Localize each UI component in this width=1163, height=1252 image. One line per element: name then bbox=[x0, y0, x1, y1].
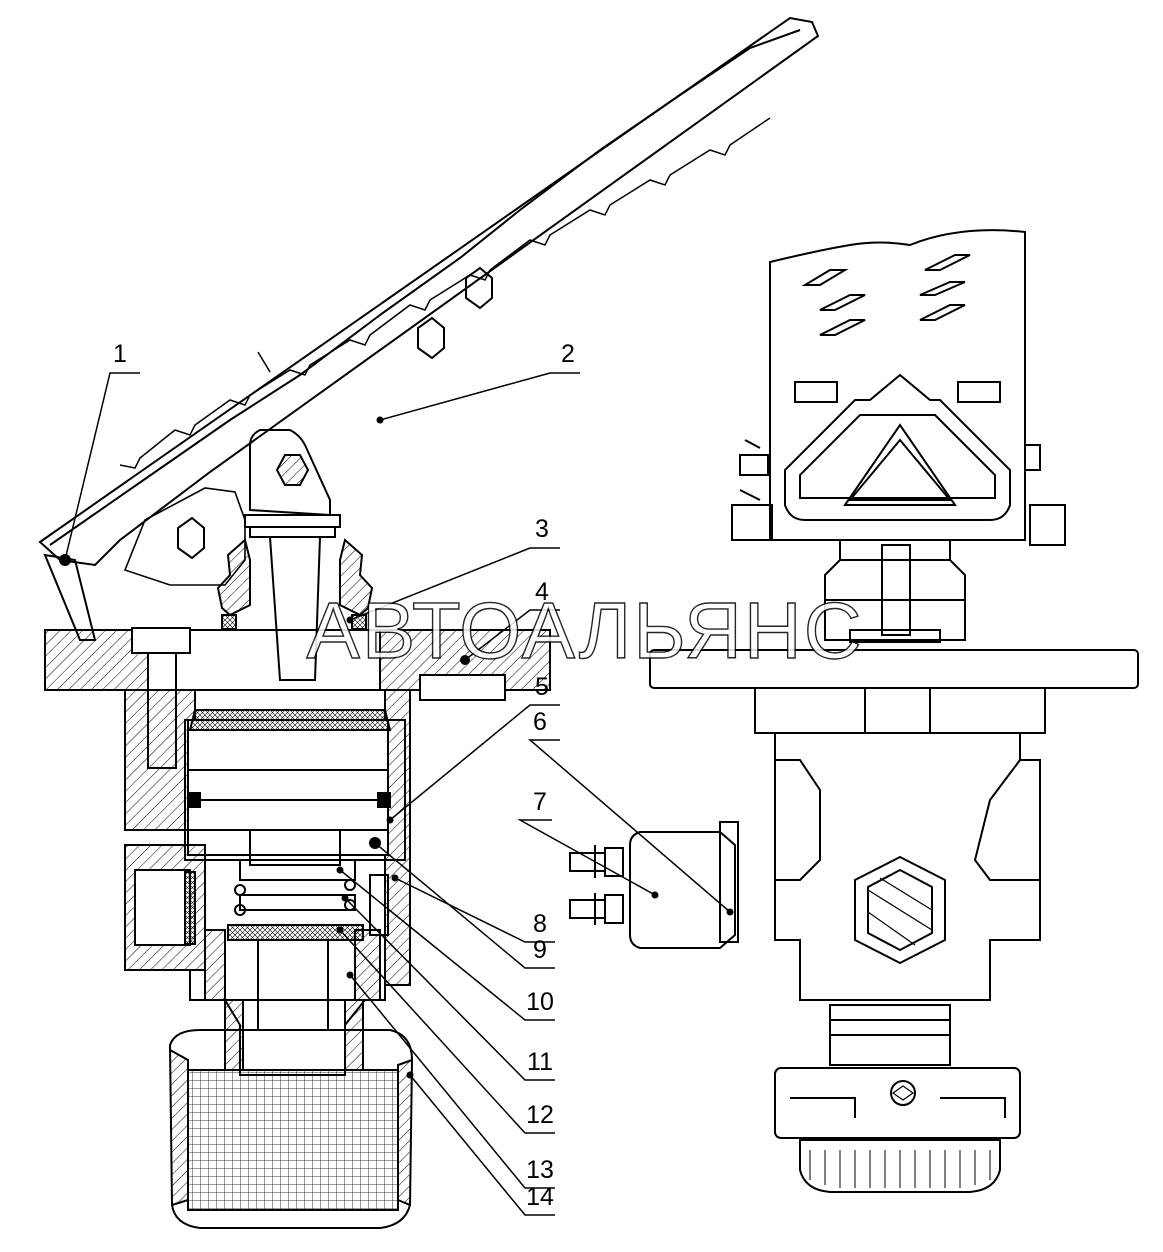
boot-right-view bbox=[824, 539, 966, 643]
callout-8: 8 bbox=[533, 910, 547, 938]
callout-6: 6 bbox=[533, 708, 547, 736]
right-external-view bbox=[569, 229, 1139, 1193]
body-right-view bbox=[754, 687, 1046, 1001]
pedal-side-fittings bbox=[731, 439, 1066, 546]
port-fitting bbox=[569, 821, 739, 949]
callout-14: 14 bbox=[526, 1183, 554, 1211]
callout-13: 13 bbox=[526, 1156, 554, 1184]
knob bbox=[168, 1029, 414, 1229]
callout-12: 12 bbox=[526, 1101, 554, 1129]
callout-10: 10 bbox=[526, 988, 554, 1016]
pedal-plate bbox=[38, 16, 820, 641]
valve-body bbox=[124, 689, 411, 1076]
watermark-text: АВТОАЛЬЯНС bbox=[307, 586, 864, 675]
callout-9: 9 bbox=[533, 936, 547, 964]
callout-labels: 1 2 3 4 5 6 7 8 9 10 11 12 13 14 bbox=[113, 340, 575, 1211]
callout-5: 5 bbox=[535, 673, 549, 701]
knob-right-view bbox=[774, 1004, 1021, 1193]
leader-lines bbox=[64, 372, 731, 1216]
callout-11: 11 bbox=[527, 1048, 553, 1076]
callout-1: 1 bbox=[113, 340, 127, 368]
callout-4: 4 bbox=[535, 578, 549, 606]
leader-dots bbox=[336, 416, 734, 1079]
plunger bbox=[268, 536, 322, 681]
rubber-boot-left bbox=[216, 538, 251, 617]
pedal-top bbox=[769, 229, 1026, 541]
rubber-boot-right bbox=[339, 538, 374, 617]
callout-7: 7 bbox=[533, 788, 547, 816]
pedal-clevis bbox=[244, 429, 341, 538]
callout-3: 3 bbox=[535, 515, 549, 543]
callout-2: 2 bbox=[561, 340, 575, 368]
left-sectional-view bbox=[38, 16, 820, 1229]
